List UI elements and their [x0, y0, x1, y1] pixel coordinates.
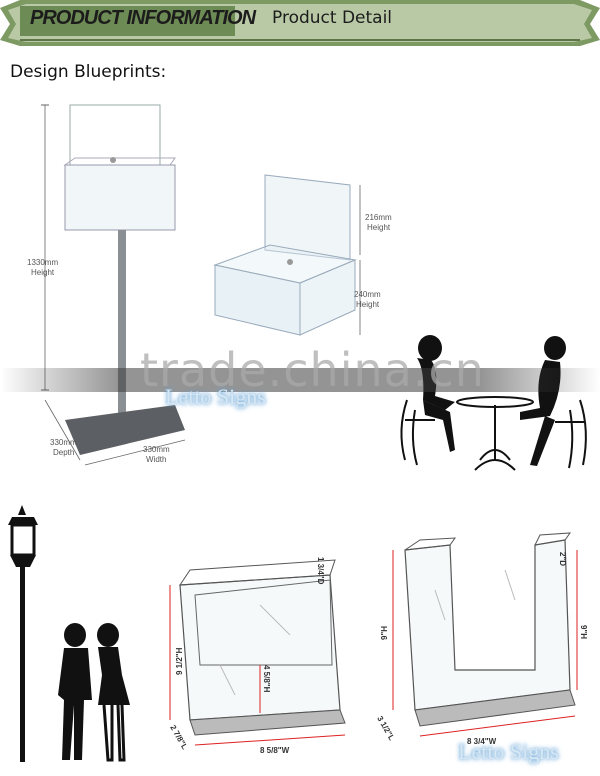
- single-depth: 1 3/4"D: [316, 557, 325, 585]
- double-width: 8 3/4"W: [467, 737, 497, 746]
- stand-height-value: 1330mm: [27, 258, 58, 267]
- stand-box-figure: 1330mm Height 330mm Depth 330mm Width: [27, 104, 186, 466]
- single-length: 2 7/8"L: [168, 724, 189, 752]
- header-title: PRODUCT INFORMATION: [30, 7, 256, 29]
- ribbon-banner: [0, 0, 600, 46]
- header-ribbon: PRODUCT INFORMATION Product Detail: [0, 0, 600, 46]
- single-holder-figure: 9 1/2"H 1 3/4"D 4 5/8"H 8 5/8"W 2 7/8"L: [168, 557, 346, 755]
- stand-height-label: Height: [31, 268, 55, 277]
- double-height-left: 9"H: [380, 626, 389, 640]
- double-holder-figure: 9"H 9"H 2"D 8 3/4"W 3 1/2"L: [375, 532, 588, 746]
- single-width: 8 5/8"W: [260, 746, 290, 755]
- chair-lower-label: Height: [356, 300, 380, 309]
- double-length: 3 1/2"L: [375, 715, 396, 743]
- stand-depth-label: Depth: [53, 448, 74, 457]
- chair-box-figure: 216mm Height 240mm Height: [213, 174, 392, 336]
- brand-logo-bottom: Letto Signs: [458, 739, 559, 764]
- stand-depth-value: 330mm: [50, 438, 77, 447]
- section-title: Design Blueprints:: [10, 62, 167, 82]
- single-height: 9 1/2"H: [175, 647, 184, 675]
- single-inner-height: 4 5/8"H: [262, 665, 271, 693]
- stand-width-label: Width: [146, 455, 166, 464]
- brand-logo-top: Letto Signs: [165, 384, 266, 409]
- double-height-right: 9"H: [579, 625, 588, 639]
- chair-upper-label: Height: [367, 223, 391, 232]
- lamp-couple-silhouette: [8, 505, 130, 762]
- chair-lower-value: 240mm: [354, 290, 381, 299]
- chair-upper-value: 216mm: [365, 213, 392, 222]
- double-depth: 2"D: [558, 552, 567, 566]
- header-subtitle: Product Detail: [272, 8, 393, 28]
- stand-width-value: 330mm: [143, 445, 170, 454]
- watermark-text: trade.china.cn: [140, 343, 485, 397]
- watermark-band: [0, 368, 600, 392]
